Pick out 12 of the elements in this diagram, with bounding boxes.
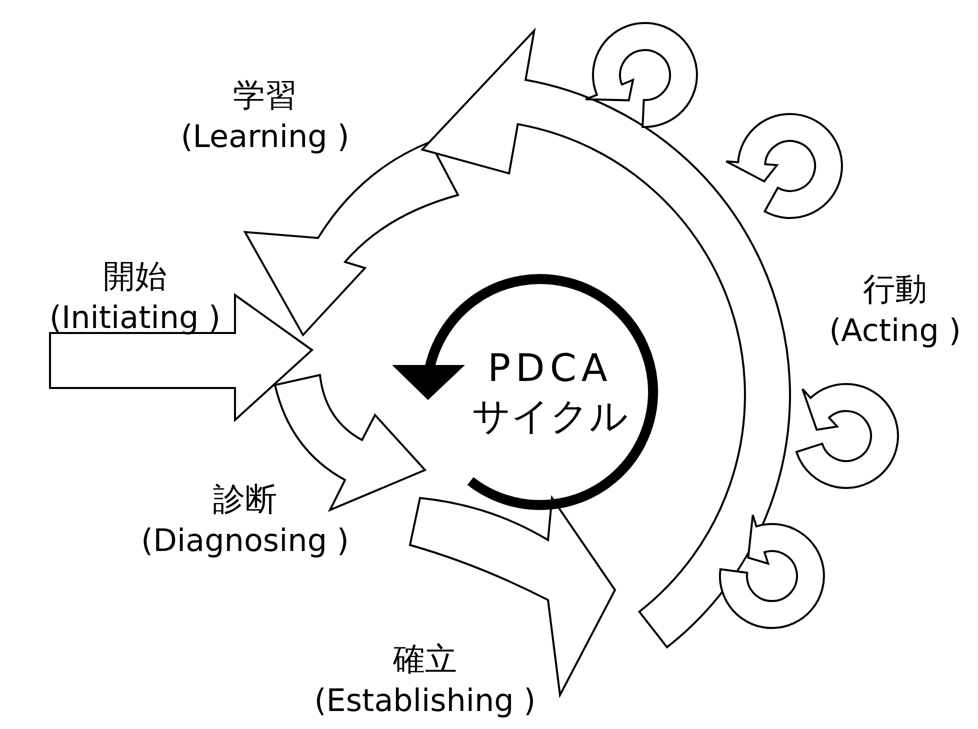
phase-name: 開始 <box>103 256 167 297</box>
phase-name: 学習 <box>233 75 297 116</box>
phase-english-name: (Diagnosing ) <box>141 522 349 561</box>
phase-english-name: (Acting ) <box>829 312 961 351</box>
phase-name: 診断 <box>213 479 277 520</box>
phase-name: 確立 <box>393 639 457 680</box>
phase-name: 行動 <box>863 269 927 310</box>
cycle-title: PDCA <box>488 345 612 392</box>
phase-english-name: (Initiating ) <box>49 299 221 338</box>
phase-english-name: (Learning ) <box>180 118 350 157</box>
cycle-subtitle: サイクル <box>472 393 628 440</box>
phase-english-name: (Establishing ) <box>314 682 536 721</box>
